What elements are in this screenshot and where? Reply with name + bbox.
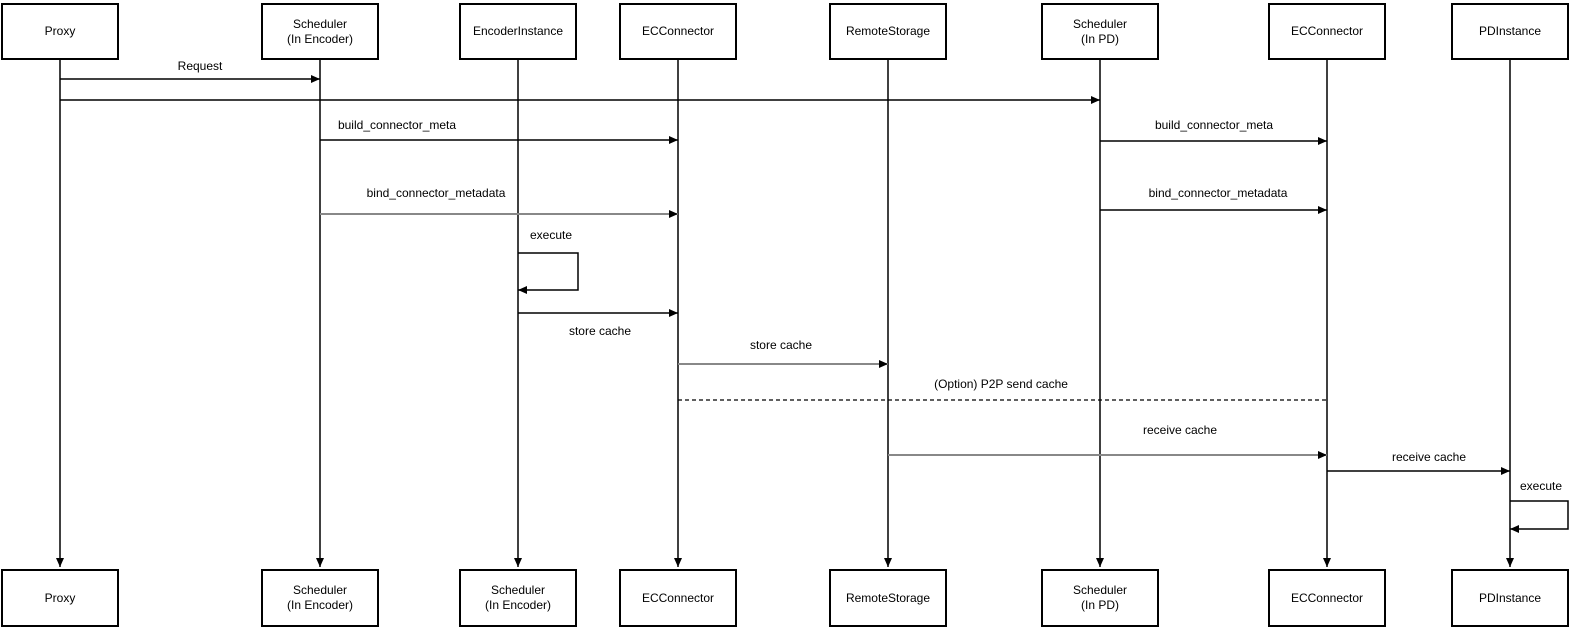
message-label-request: Request	[175, 59, 225, 73]
actor-bottom-proxy: Proxy	[1, 569, 119, 627]
actor-top-ecconnector-left: ECConnector	[619, 3, 737, 60]
actor-label: (In Encoder)	[286, 31, 354, 46]
message-label-store-cache-remote: store cache	[747, 338, 815, 352]
arrow-execute-pd-selfloop	[1510, 500, 1569, 533]
message-label-build-connector-meta-right: build_connector_meta	[1152, 118, 1276, 132]
actor-label: Scheduler	[490, 583, 546, 597]
actor-bottom-pdinstance: PDInstance	[1451, 569, 1569, 627]
actor-top-proxy: Proxy	[1, 3, 119, 60]
actor-label: (In PD)	[1080, 598, 1119, 612]
message-label-bind-connector-metadata-right: bind_connector_metadata	[1146, 186, 1290, 200]
message-label-p2p-send-cache: (Option) P2P send cache	[932, 377, 1070, 391]
actor-bottom-remote-storage: RemoteStorage	[829, 569, 947, 627]
actor-label: Scheduler	[292, 16, 348, 31]
actor-top-encoder-instance: EncoderInstance	[459, 3, 577, 60]
actor-top-scheduler-encoder: Scheduler(In Encoder)	[261, 3, 379, 60]
actor-label: RemoteStorage	[845, 590, 931, 605]
actor-label: ECConnector	[1290, 24, 1364, 38]
actor-label: Scheduler	[1072, 583, 1128, 597]
actor-label: (In Encoder)	[484, 598, 552, 612]
message-label-build-connector-meta-left: build_connector_meta	[335, 118, 459, 132]
actor-bottom-ecconnector-left: ECConnector	[619, 569, 737, 627]
actor-bottom-scheduler-pd: Scheduler(In PD)	[1041, 569, 1159, 627]
actor-label: EncoderInstance	[472, 24, 564, 38]
actor-bottom-ecconnector-right: ECConnector	[1268, 569, 1386, 627]
actor-label: (In Encoder)	[286, 598, 354, 612]
message-label-execute-pd: execute	[1517, 479, 1565, 493]
actor-bottom-scheduler-encoder-2: Scheduler(In Encoder)	[459, 569, 577, 627]
actor-bottom-scheduler-encoder: Scheduler(In Encoder)	[261, 569, 379, 627]
actor-label: ECConnector	[641, 590, 715, 605]
message-label-receive-cache-right: receive cache	[1389, 450, 1469, 464]
actor-label: Proxy	[44, 24, 76, 38]
actor-top-scheduler-pd: Scheduler(In PD)	[1041, 3, 1159, 60]
message-label-receive-cache-left: receive cache	[1140, 423, 1220, 437]
actor-label: Scheduler	[292, 583, 348, 597]
actor-label: PDInstance	[1478, 590, 1542, 605]
arrow-execute-encoder-selfloop	[518, 252, 579, 294]
actor-label: PDInstance	[1478, 24, 1542, 38]
message-label-execute-encoder: execute	[527, 228, 575, 242]
actor-label: Scheduler	[1072, 16, 1128, 31]
actor-top-remote-storage: RemoteStorage	[829, 3, 947, 60]
actor-label: ECConnector	[641, 24, 715, 38]
actor-top-pdinstance: PDInstance	[1451, 3, 1569, 60]
actor-label: (In PD)	[1080, 31, 1119, 46]
message-label-bind-connector-metadata-left: bind_connector_metadata	[364, 186, 508, 200]
actor-label: ECConnector	[1290, 590, 1364, 605]
actor-label: RemoteStorage	[845, 24, 931, 38]
actor-top-ecconnector-right: ECConnector	[1268, 3, 1386, 60]
actor-label: Proxy	[44, 590, 76, 605]
message-label-store-cache-encoder: store cache	[566, 324, 634, 338]
